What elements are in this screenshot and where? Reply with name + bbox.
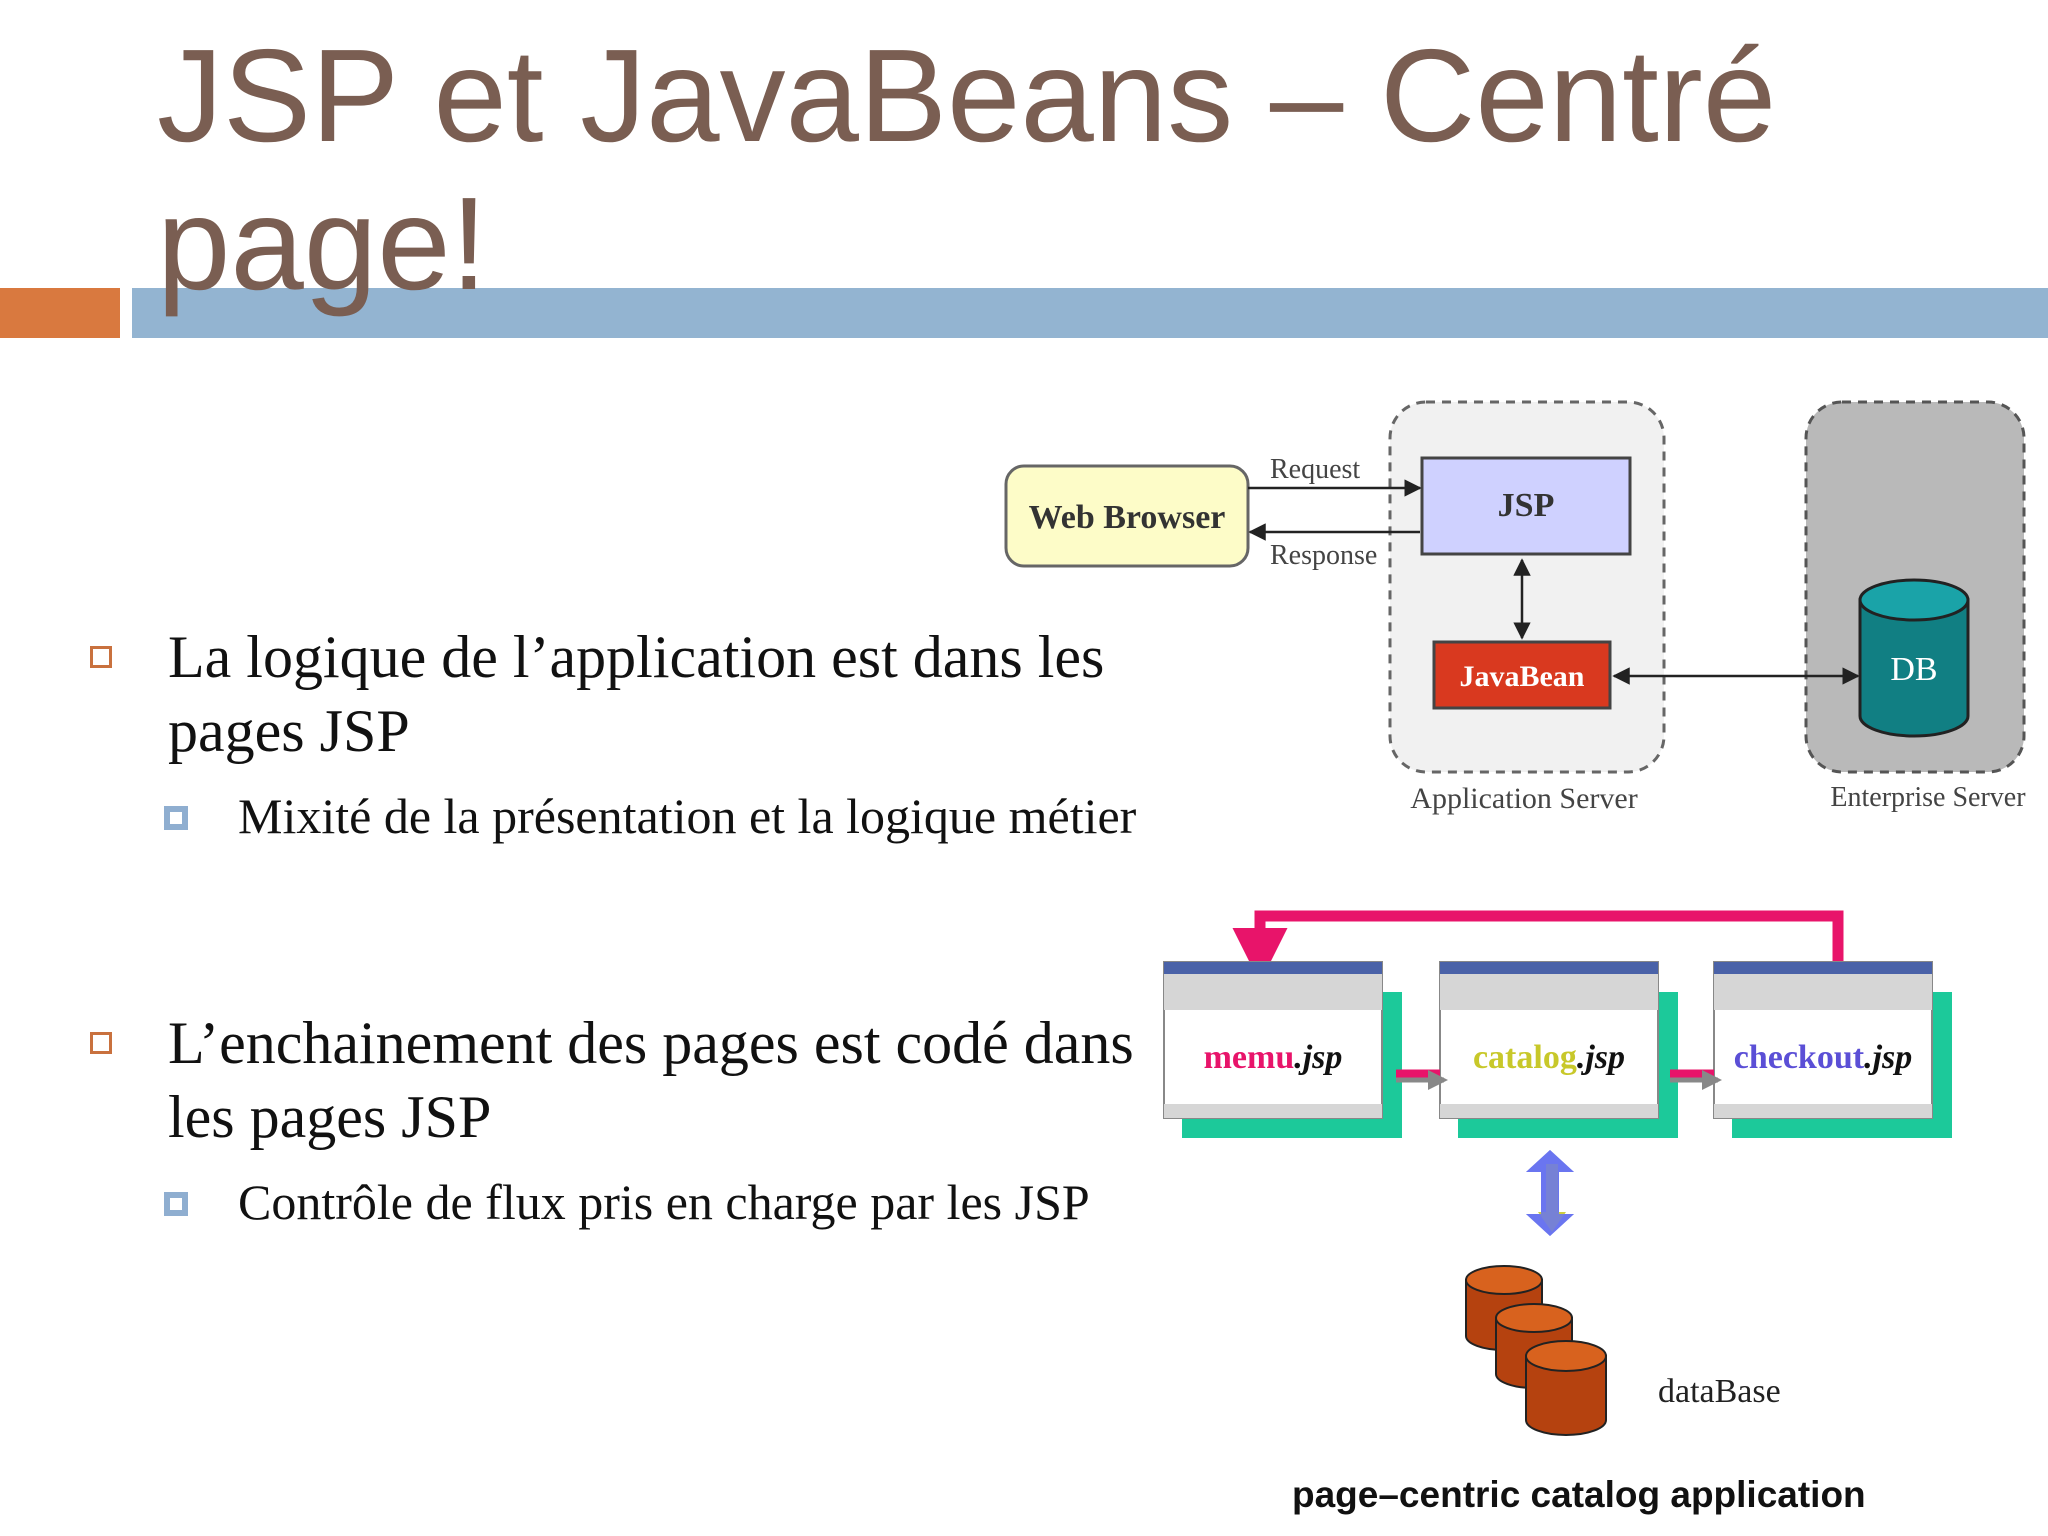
jsp-box bbox=[1420, 456, 1632, 556]
page-label-memu: memu.jsp bbox=[1204, 1039, 1343, 1076]
response-label: Response bbox=[1270, 540, 1377, 571]
bullet-square-icon bbox=[90, 646, 112, 668]
enterprise-server-label: Enterprise Server bbox=[1830, 782, 2026, 813]
arrow-memu-catalog bbox=[1396, 1069, 1448, 1090]
bullet-1-sub-text: Mixité de la présentation et la logique … bbox=[238, 788, 1137, 844]
slide-title: JSP et JavaBeans – Centré page! bbox=[157, 22, 1777, 317]
page-window-memu bbox=[1163, 961, 1402, 1138]
page-window-catalog bbox=[1439, 961, 1678, 1138]
db-cylinder-icon bbox=[1858, 578, 1970, 738]
page-label-checkout: checkout.jsp bbox=[1734, 1039, 1913, 1076]
arrow-catalog-checkout bbox=[1670, 1069, 1722, 1090]
sub-bullet-square-icon bbox=[164, 1192, 188, 1216]
database-icon bbox=[1465, 1265, 1607, 1436]
page-name-catalog: catalog bbox=[1473, 1039, 1577, 1076]
diagram-caption: page–centric catalog application bbox=[1292, 1474, 1866, 1515]
page-window-checkout bbox=[1713, 961, 1952, 1138]
page-ext-catalog: .jsp bbox=[1577, 1039, 1625, 1076]
bullet-square-icon bbox=[90, 1032, 112, 1054]
page-name-memu: memu bbox=[1204, 1039, 1295, 1076]
double-arrow-icon bbox=[1526, 1150, 1574, 1236]
page-name-checkout: checkout bbox=[1734, 1039, 1865, 1076]
db-label: DB bbox=[1890, 651, 1937, 688]
loop-arrow bbox=[1232, 910, 1844, 983]
sub-bullet-square-icon bbox=[164, 806, 188, 830]
javabean-label: JavaBean bbox=[1459, 660, 1584, 693]
page-ext-checkout: .jsp bbox=[1864, 1039, 1912, 1076]
request-label: Request bbox=[1270, 454, 1360, 485]
jsp-label: JSP bbox=[1498, 487, 1555, 524]
title-bar bbox=[132, 288, 2048, 338]
title-bar-accent bbox=[0, 288, 120, 338]
database-label: dataBase bbox=[1658, 1373, 1781, 1410]
page-ext-memu: .jsp bbox=[1294, 1039, 1342, 1076]
application-server-label: Application Server bbox=[1410, 782, 1637, 815]
bullet-2-text: L’enchainement des pages est codé dans l… bbox=[168, 1010, 1134, 1150]
javabean-box bbox=[1432, 640, 1612, 710]
bullet-2-sub-text: Contrôle de flux pris en charge par les … bbox=[238, 1174, 1090, 1230]
web-browser-box bbox=[1004, 464, 1250, 568]
web-browser-label: Web Browser bbox=[1029, 499, 1226, 536]
bullet-1-text: La logique de l’application est dans les… bbox=[168, 624, 1105, 764]
page-label-catalog: catalog.jsp bbox=[1473, 1039, 1625, 1076]
